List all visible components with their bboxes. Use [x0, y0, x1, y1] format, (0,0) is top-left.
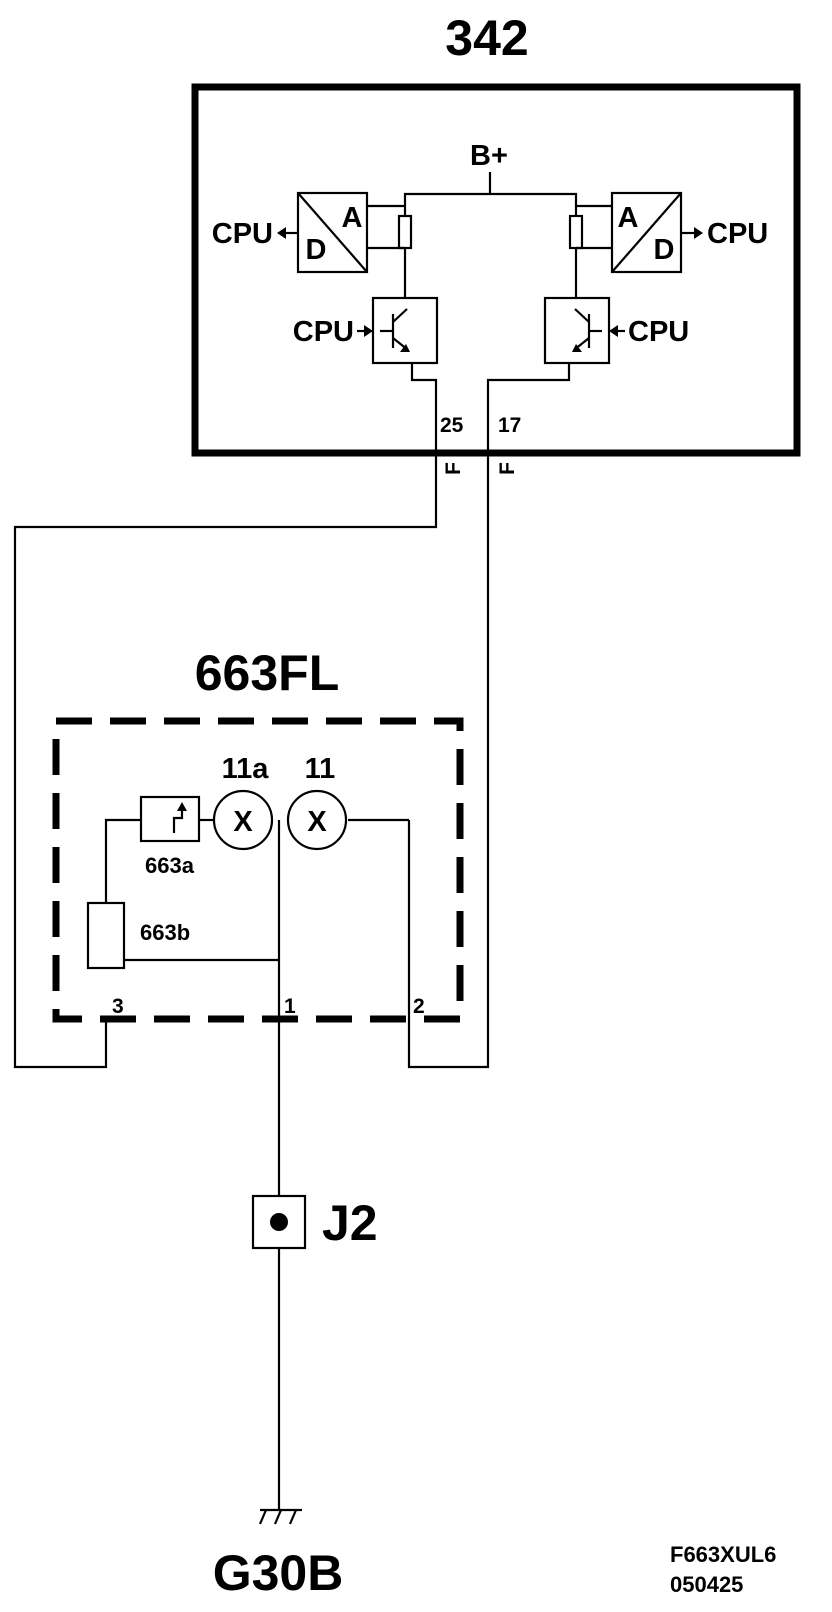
lamp-pin-3-label: 3 [112, 995, 124, 1018]
lamp-unit-title: 663FL [195, 645, 340, 701]
svg-text:D: D [654, 234, 675, 266]
cpu-in-right-arrow [609, 325, 625, 337]
adc-left: A D [296, 191, 369, 274]
bulb-11a: X [212, 789, 274, 851]
svg-text:D: D [306, 234, 327, 266]
bulb-11-label: 11 [305, 753, 336, 785]
svg-text:A: A [342, 202, 363, 234]
connector-f-left: F [442, 462, 465, 475]
external-wiring [13, 455, 490, 1510]
svg-text:X: X [233, 806, 253, 838]
splice-j2 [251, 1194, 307, 1250]
switch-663a [139, 795, 201, 843]
svg-text:A: A [618, 202, 639, 234]
connector-f-right: F [496, 462, 519, 475]
transistor-driver-right [543, 296, 611, 365]
cpu-out-left-arrow [277, 227, 298, 239]
figure-date: 050425 [670, 1572, 743, 1597]
bulb-11a-label: 11a [222, 753, 270, 785]
lamp-pin-2-label: 2 [413, 995, 425, 1018]
switch-663a-label: 663a [145, 853, 195, 878]
pin-25-label: 25 [440, 414, 464, 437]
cpu-label-driver-left: CPU [293, 316, 354, 348]
svg-text:X: X [307, 806, 327, 838]
b-plus-label: B+ [470, 140, 508, 172]
module-342-box [191, 83, 801, 457]
transistor-driver-left [371, 296, 439, 365]
cpu-label-adc-right: CPU [707, 218, 768, 250]
lamp-pin-1-label: 1 [284, 995, 296, 1018]
resistor-663b [86, 901, 126, 970]
pin-17-label: 17 [498, 414, 521, 437]
resistor-663b-label: 663b [140, 920, 190, 945]
lamp-unit-box [52, 717, 464, 1023]
splice-j2-label: J2 [322, 1195, 378, 1251]
cpu-out-right-arrow [681, 227, 703, 239]
cpu-in-left-arrow [357, 325, 373, 337]
figure-code: F663XUL6 [670, 1542, 776, 1567]
ground-g30b-label: G30B [213, 1545, 344, 1601]
bulb-11: X [286, 789, 348, 851]
cpu-label-driver-right: CPU [628, 316, 689, 348]
module-342-internal-wiring [367, 172, 612, 455]
module-342-title: 342 [445, 10, 528, 66]
cpu-label-adc-left: CPU [212, 218, 273, 250]
adc-right: A D [610, 191, 683, 274]
ground-icon [258, 1508, 302, 1525]
